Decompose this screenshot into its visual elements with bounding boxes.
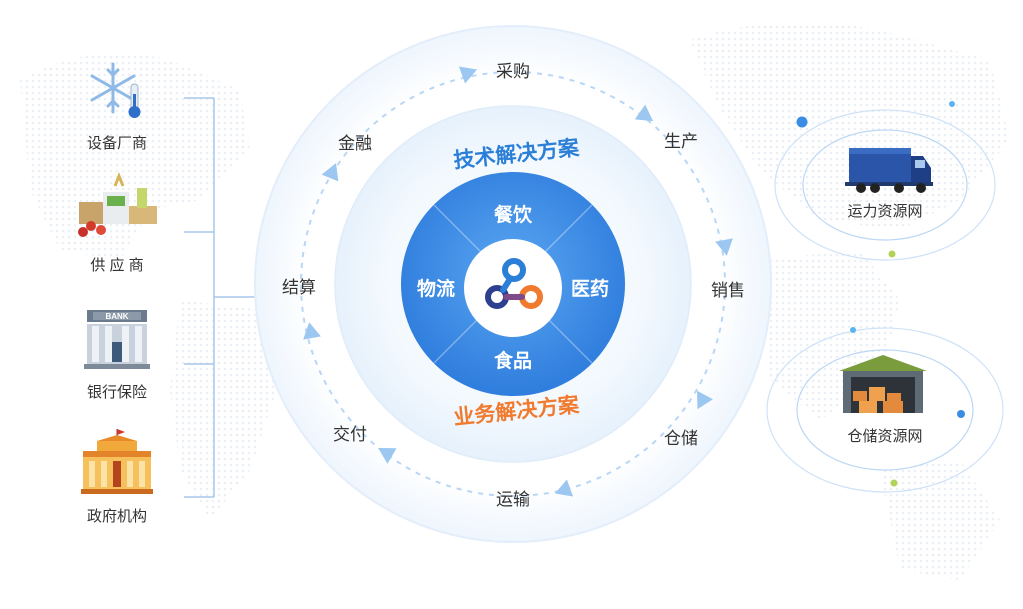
- cycle-labels: 采购 生产 销售 仓储 运输 交付 结算 金融: [282, 62, 745, 509]
- government-building-icon: [81, 429, 153, 494]
- bank-sign: BANK: [105, 312, 128, 321]
- arrow-procure-produce: [634, 104, 654, 122]
- truck-icon: [845, 148, 933, 193]
- arrow-settlement-finance: [321, 163, 339, 182]
- arrow-produce-sales: [715, 238, 733, 256]
- left-entities: 设备厂商 供 应 商 BANK 银行保险: [78, 62, 157, 525]
- right-orbits: [766, 101, 1004, 493]
- cycle-label-delivery: 交付: [333, 425, 367, 444]
- entity-label-supplier: 供 应 商: [90, 256, 143, 274]
- entity-label-bank-insurance: 银行保险: [87, 384, 147, 401]
- arrow-transport-delivery: [378, 448, 397, 464]
- cycle-arrows: [303, 66, 733, 497]
- warehouse-network-label: 仓储资源网: [847, 428, 922, 445]
- transport-network-label: 运力资源网: [847, 203, 922, 220]
- cycle-label-settlement: 结算: [282, 278, 316, 297]
- snowflake-thermometer-icon: [90, 62, 141, 118]
- core-label-catering: 餐饮: [494, 203, 533, 226]
- arrow-sales-warehouse: [697, 390, 713, 410]
- cycle-label-sales: 销售: [711, 281, 745, 300]
- entity-label-government: 政府机构: [87, 508, 147, 525]
- arrow-warehouse-transport: [554, 479, 574, 497]
- arrow-delivery-settlement: [303, 322, 321, 340]
- warehouse-icon: [839, 355, 927, 413]
- cycle-label-transport: 运输: [496, 490, 530, 509]
- core-label-logistics: 物流: [417, 277, 455, 300]
- groceries-icon: [78, 171, 157, 237]
- arrow-finance-procure: [458, 66, 478, 84]
- cycle-label-warehouse: 仓储: [664, 429, 698, 448]
- cycle-label-produce: 生产: [664, 132, 698, 151]
- cycle-path: [300, 71, 726, 497]
- chain-logo-icon: [485, 258, 543, 309]
- cycle-label-finance: 金融: [338, 134, 372, 153]
- core-label-food: 食品: [494, 349, 532, 372]
- core-label-pharma: 医药: [571, 277, 609, 300]
- cycle-label-procure: 采购: [496, 62, 530, 81]
- core-center: [464, 239, 562, 337]
- entity-label-equipment-maker: 设备厂商: [87, 135, 147, 152]
- bank-building-icon: BANK: [84, 310, 150, 369]
